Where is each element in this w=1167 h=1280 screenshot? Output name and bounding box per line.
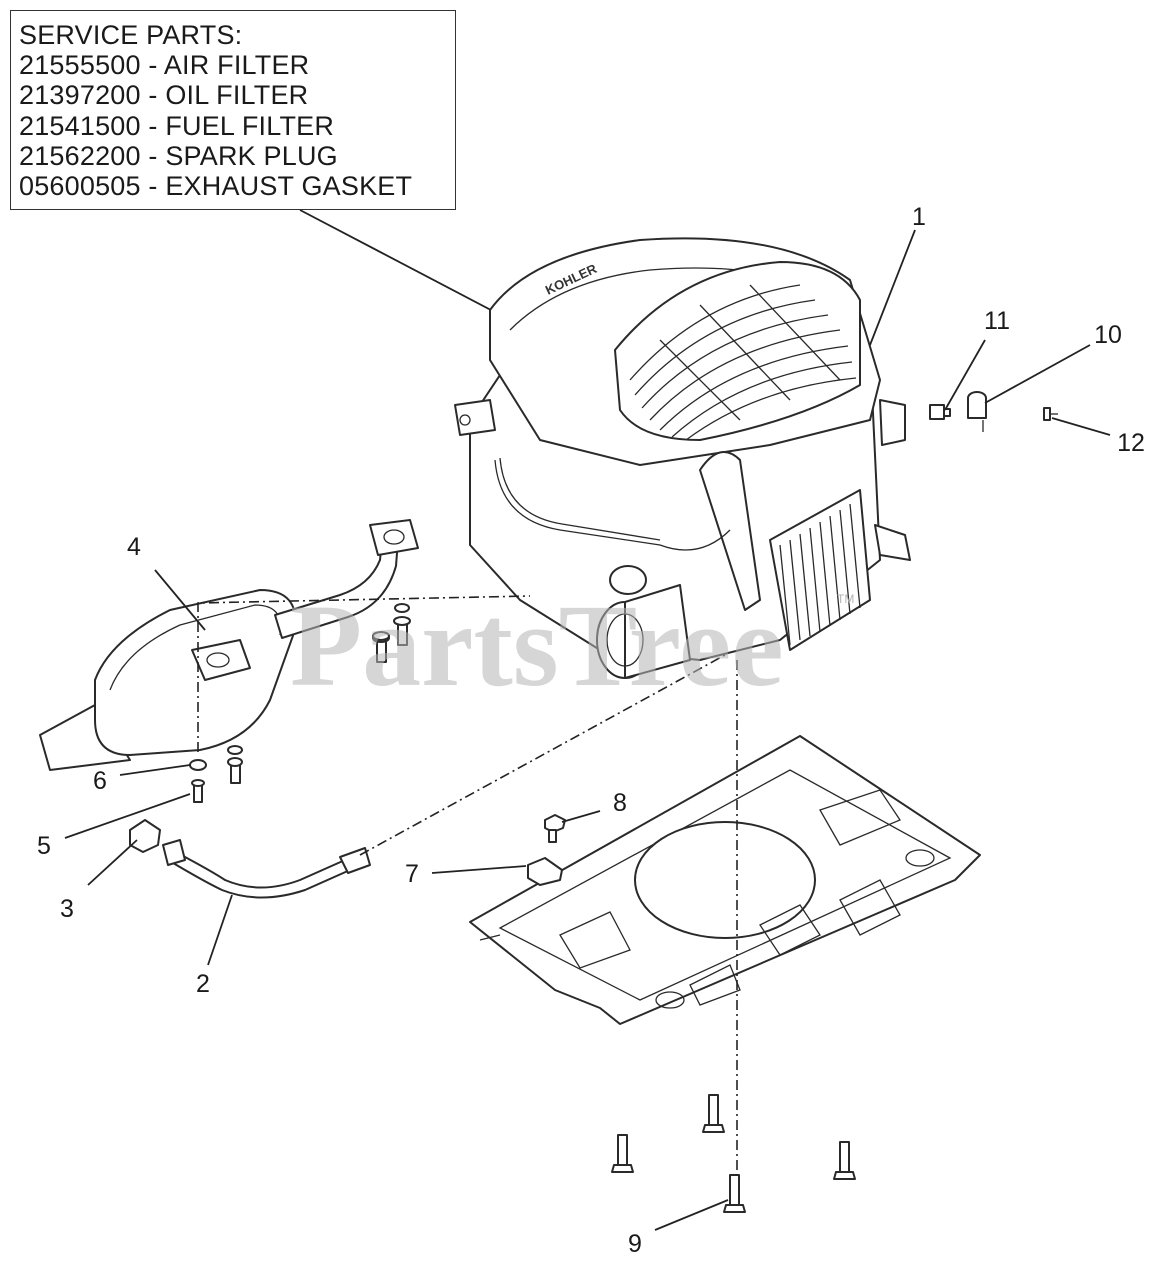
callout-8: 8 bbox=[613, 789, 627, 817]
callout-3: 3 bbox=[60, 895, 74, 923]
bolt-part-5[interactable] bbox=[191, 779, 205, 803]
service-part-oil-filter: 21397200 - OIL FILTER bbox=[19, 80, 309, 111]
watermark-tm: TM bbox=[837, 592, 854, 606]
fitting-part-12[interactable] bbox=[1043, 407, 1058, 421]
callout-12: 12 bbox=[1117, 429, 1145, 457]
exhaust-gasket[interactable] bbox=[189, 759, 207, 771]
callout-10: 10 bbox=[1094, 321, 1122, 349]
fitting-part-11[interactable] bbox=[929, 404, 951, 420]
callout-11: 11 bbox=[984, 307, 1010, 335]
engine-mounting-plate[interactable] bbox=[469, 735, 981, 1025]
callout-7: 7 bbox=[405, 860, 419, 888]
mounting-bolts[interactable] bbox=[611, 1094, 856, 1213]
callout-2: 2 bbox=[196, 970, 210, 998]
service-parts-box: SERVICE PARTS: 21555500 - AIR FILTER 213… bbox=[10, 10, 456, 210]
callout-5: 5 bbox=[37, 832, 51, 860]
service-box-leader bbox=[299, 209, 511, 321]
assembly-lines bbox=[197, 595, 738, 1175]
service-part-spark-plug: 21562200 - SPARK PLUG bbox=[19, 140, 338, 171]
muffler[interactable] bbox=[39, 519, 419, 771]
fitting-part-10[interactable] bbox=[967, 391, 987, 432]
fitting-nut[interactable] bbox=[129, 819, 161, 853]
callout-9: 9 bbox=[628, 1230, 642, 1258]
service-parts-heading: SERVICE PARTS: bbox=[19, 20, 243, 50]
callout-6: 6 bbox=[93, 767, 107, 795]
service-part-fuel-filter: 21541500 - FUEL FILTER bbox=[19, 110, 335, 141]
hose-assembly[interactable] bbox=[162, 839, 371, 899]
bolt-part-8[interactable] bbox=[544, 814, 566, 843]
service-part-exhaust-gasket: 05600505 - EXHAUST GASKET bbox=[19, 171, 413, 202]
engine[interactable]: KOHLER bbox=[454, 237, 911, 679]
callout-4: 4 bbox=[127, 533, 141, 561]
watermark: PartsTree bbox=[290, 580, 784, 711]
callout-1: 1 bbox=[912, 203, 926, 231]
callout-leaders bbox=[64, 229, 1111, 1231]
hose-clamp[interactable] bbox=[527, 857, 563, 886]
muffler-bolts[interactable] bbox=[227, 603, 411, 784]
service-part-air-filter: 21555500 - AIR FILTER bbox=[19, 50, 310, 81]
